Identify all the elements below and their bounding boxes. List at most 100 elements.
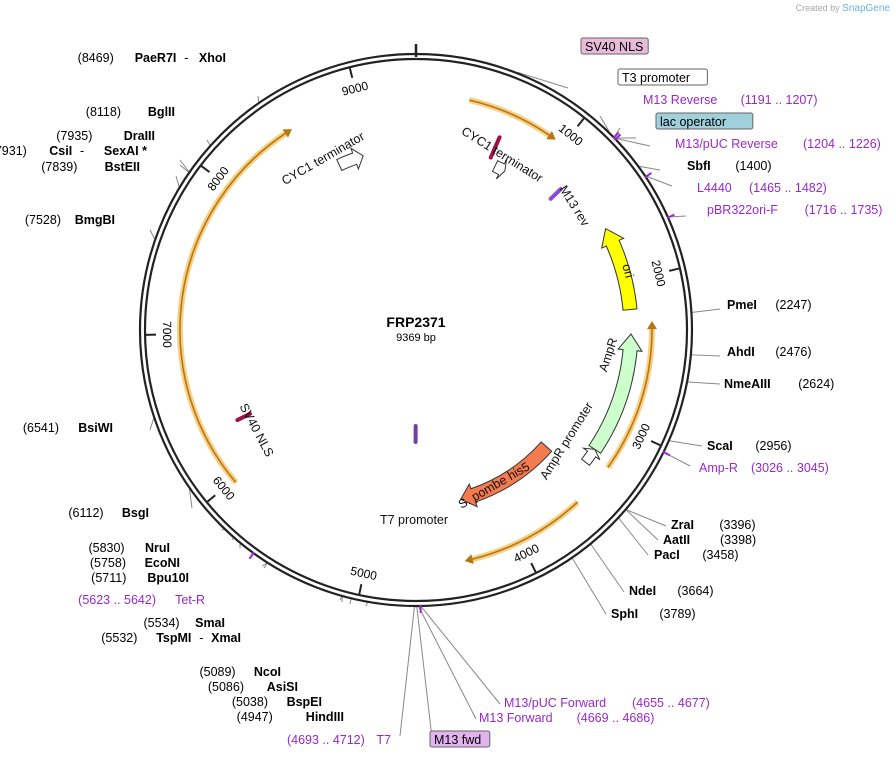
- enzyme-label[interactable]: HindIII: [306, 710, 344, 724]
- leader-line: [626, 509, 667, 527]
- enzyme-label[interactable]: BsiWI: [78, 421, 113, 435]
- enzyme-position: (5534): [143, 616, 179, 630]
- ruler-tick-label: 5000: [349, 564, 378, 583]
- enzyme-label[interactable]: DraIII: [124, 129, 155, 143]
- enzyme-label[interactable]: SmaI: [195, 616, 225, 630]
- feature-label[interactable]: lac operator: [660, 115, 726, 129]
- enzyme-label[interactable]: PacI: [654, 548, 680, 562]
- ampr-feature[interactable]: [588, 333, 643, 454]
- ori-feature[interactable]: [601, 227, 638, 311]
- leader-line: [691, 354, 721, 357]
- enzyme-label[interactable]: BglII: [148, 105, 175, 119]
- leader-line: [175, 175, 180, 187]
- enzyme-label[interactable]: NcoI: [254, 665, 281, 679]
- primer-site-marker: [248, 551, 255, 560]
- enzyme-label[interactable]: SbfI: [687, 159, 711, 173]
- enzyme-label-alt[interactable]: XmaI: [211, 631, 241, 645]
- enzyme-label[interactable]: PmeI: [727, 298, 757, 312]
- enzyme-label[interactable]: ZraI: [671, 518, 694, 532]
- primer-label[interactable]: pBR322ori-F: [707, 203, 778, 217]
- sv40-nls-top-marker[interactable]: [488, 135, 502, 160]
- enzyme-label[interactable]: TspMI: [156, 631, 191, 645]
- primer-coords: (1716 .. 1735): [805, 203, 883, 217]
- feature-label-box[interactable]: [580, 37, 649, 55]
- primer-label[interactable]: M13 Forward: [479, 711, 553, 725]
- primer-site-marker: [662, 450, 671, 457]
- ruler-tick: [650, 440, 661, 447]
- cyc1-terminator-right-feature[interactable]: [491, 159, 508, 180]
- enzyme-label[interactable]: CsiI: [49, 144, 72, 158]
- ampr-label: AmpR: [596, 336, 620, 373]
- enzyme-position: (6541): [23, 421, 59, 435]
- leader-line: [221, 528, 224, 531]
- enzyme-label[interactable]: AsiSI: [267, 680, 298, 694]
- watermark-text: Created by: [795, 3, 840, 13]
- enzyme-label[interactable]: ScaI: [707, 439, 733, 453]
- enzyme-label[interactable]: PaeR7I: [135, 51, 177, 65]
- enzyme-position: (2247): [775, 298, 811, 312]
- leader-lines: [149, 71, 721, 739]
- enzyme-position: (3664): [677, 584, 713, 598]
- leader-line: [206, 139, 211, 146]
- enzyme-label[interactable]: Bpu10I: [147, 571, 189, 585]
- primer-label[interactable]: M13/pUC Forward: [504, 696, 606, 710]
- feature-label-box[interactable]: [655, 112, 754, 130]
- enzyme-position: (3789): [659, 607, 695, 621]
- feature-label[interactable]: T3 promoter: [622, 71, 690, 85]
- enzyme-label[interactable]: BmgBI: [75, 213, 115, 227]
- ruler-tick-label: 9000: [340, 78, 370, 98]
- enzyme-position: (3398): [720, 533, 756, 547]
- cyc1-terminator-left-feature[interactable]: [336, 147, 364, 172]
- enzyme-label[interactable]: EcoNI: [145, 556, 180, 570]
- sv40-nls-left-marker[interactable]: [235, 411, 252, 423]
- feature-label[interactable]: M13 fwd: [434, 733, 481, 747]
- primer-label[interactable]: Tet-R: [175, 593, 205, 607]
- ruler-tick-label: 1000: [556, 121, 586, 149]
- ruler-tick-label: 7000: [160, 321, 174, 348]
- m13-rev-label: M13 rev: [556, 183, 592, 229]
- feature-label[interactable]: SV40 NLS: [585, 40, 643, 54]
- feature-arc-head: [282, 129, 292, 138]
- enzyme-label[interactable]: BsgI: [122, 506, 149, 520]
- enzyme-position: (5711): [91, 571, 126, 585]
- feature-arc: [468, 97, 552, 139]
- primer-label[interactable]: M13 Reverse: [643, 93, 717, 107]
- enzyme-label[interactable]: NdeI: [629, 584, 656, 598]
- feature-label-box[interactable]: [617, 68, 708, 86]
- enzyme-label-alt[interactable]: SexAI *: [104, 144, 147, 158]
- enzyme-label[interactable]: AhdI: [727, 345, 755, 359]
- primer-site-marker: [644, 172, 652, 179]
- enzyme-label[interactable]: BstEII: [105, 160, 140, 174]
- primer-label[interactable]: T7: [376, 733, 391, 747]
- primer-coords: (1465 .. 1482): [749, 181, 827, 195]
- enzyme-label[interactable]: SphI: [611, 607, 638, 621]
- feature-arc: [177, 130, 288, 485]
- ruler-tick: [348, 67, 354, 79]
- leader-line: [421, 606, 501, 705]
- primer-coords: (1191 .. 1207): [741, 93, 818, 107]
- enzyme-label[interactable]: NmeAIII: [724, 377, 771, 391]
- primer-site-marker: [612, 131, 620, 139]
- leader-line: [517, 71, 569, 89]
- m13-rev-marker[interactable]: [548, 187, 563, 201]
- primer-coords: (4693 .. 4712): [287, 733, 365, 747]
- enzyme-label-alt[interactable]: XhoI: [199, 51, 226, 65]
- enzyme-position: (5038): [232, 695, 268, 709]
- enzyme-label[interactable]: BspEI: [287, 695, 322, 709]
- leader-line: [263, 563, 268, 569]
- enzyme-label[interactable]: NruI: [145, 541, 170, 555]
- leader-line: [639, 165, 661, 171]
- backbone: [138, 44, 694, 608]
- enzyme-label[interactable]: AatII: [663, 533, 690, 547]
- primer-label[interactable]: L4440: [697, 181, 732, 195]
- feature-arc-core: [471, 501, 579, 561]
- primer-label[interactable]: M13/pUC Reverse: [675, 137, 778, 151]
- ampr-promoter-feature[interactable]: [580, 447, 601, 467]
- feature-label-box[interactable]: [429, 730, 491, 748]
- his5-feature[interactable]: [459, 441, 553, 508]
- primer-label[interactable]: Amp-R: [699, 461, 738, 475]
- leader-line: [179, 164, 189, 173]
- leader-line: [179, 159, 190, 172]
